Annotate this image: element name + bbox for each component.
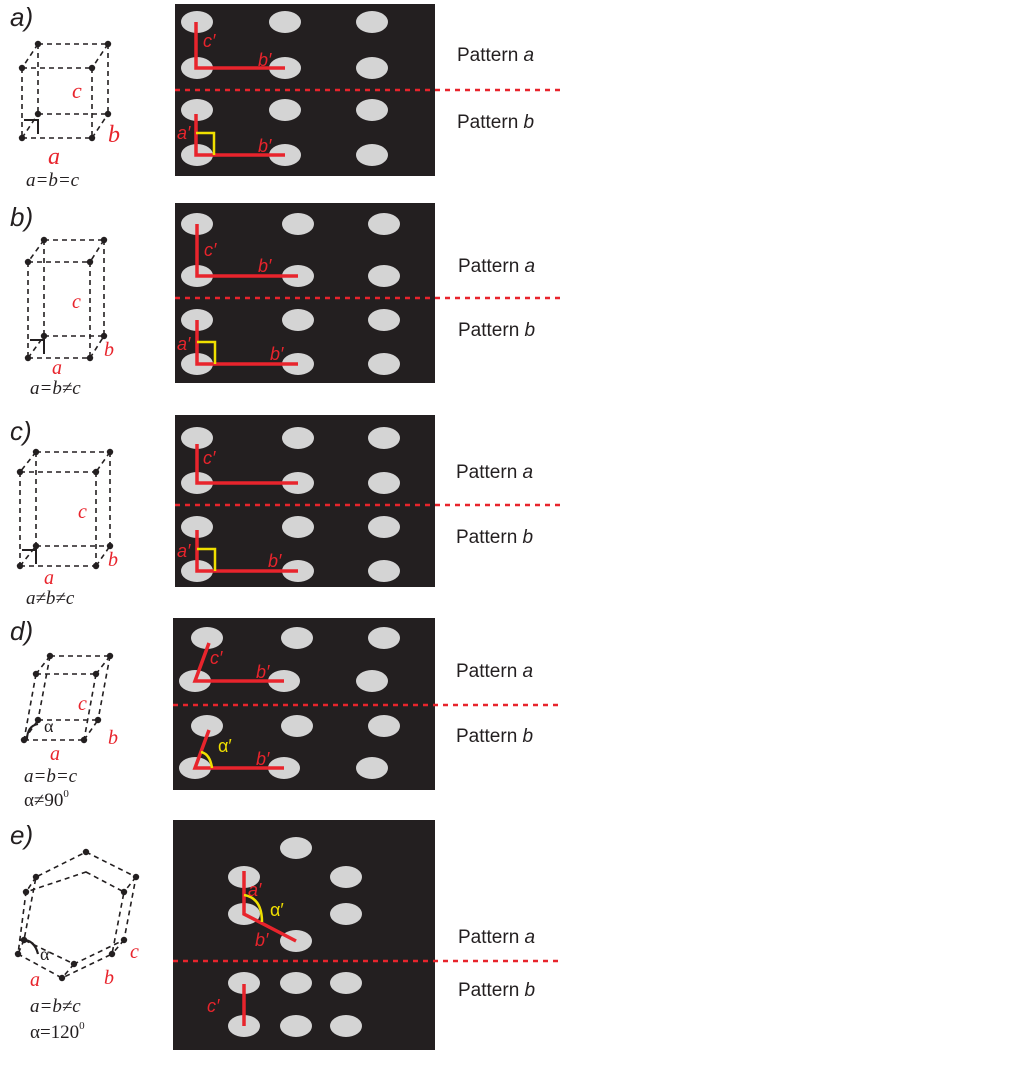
pattern-b-label: Pattern b <box>458 980 535 1001</box>
lattice-points <box>16 448 114 570</box>
vector-label-a: a′ <box>177 123 191 143</box>
reciprocal-vectors-b <box>195 530 298 573</box>
vector-label-c: c′ <box>210 648 223 668</box>
cell-label-b: b <box>104 967 114 989</box>
cell-label-c: c <box>78 501 87 523</box>
cell-relation: a=b=c <box>26 170 80 191</box>
cell-label-a: a <box>44 567 54 589</box>
vector-label-c: c′ <box>203 448 216 468</box>
cell-angle-relation: α≠900 <box>24 788 69 811</box>
panel-label: d) <box>10 616 33 646</box>
pattern-b-label: Pattern b <box>456 726 533 747</box>
cell-label-c: c <box>130 941 139 963</box>
right-angle-marker <box>196 131 216 155</box>
pattern-a-label: Pattern a <box>458 256 535 277</box>
cell-label-a: a <box>52 357 62 379</box>
panel-label: a) <box>10 2 33 32</box>
cell-relation: a=b=c <box>24 766 78 787</box>
pattern-b-label: Pattern b <box>457 112 534 133</box>
cell-label-c: c <box>72 78 82 103</box>
vector-label-b: b′ <box>270 344 284 364</box>
reciprocal-vectors-b <box>194 114 285 157</box>
cell-label-a: a <box>50 743 60 765</box>
panel-a: a) c b a a=b=c <box>10 2 560 191</box>
right-angle-marker <box>197 340 217 364</box>
cell-label-a: a <box>48 144 60 170</box>
angle-label-alpha: α <box>40 944 50 964</box>
cell-label-b: b <box>108 122 120 148</box>
cell-relation: a=b≠c <box>30 378 81 399</box>
reciprocal-vectors-b <box>195 320 298 366</box>
pattern-b-label: Pattern b <box>458 320 535 341</box>
vector-angle-alpha: α′ <box>218 736 232 756</box>
vector-label-b: b′ <box>258 136 272 156</box>
vector-label-c: c′ <box>207 996 220 1016</box>
cell-label-b: b <box>108 727 118 749</box>
reciprocal-vectors-a <box>195 224 298 278</box>
right-angle-marker <box>197 547 217 571</box>
cell-relation: a≠b≠c <box>26 588 75 609</box>
panel-label: c) <box>10 416 32 446</box>
reciprocal-vectors-a <box>242 871 297 943</box>
angle-arc <box>18 938 40 955</box>
vector-label-a: a′ <box>177 541 191 561</box>
cell-label-c: c <box>78 693 87 715</box>
cell-label-c: c <box>72 291 81 313</box>
reciprocal-vectors-a <box>192 642 284 683</box>
panel-c: c) c b a a≠b≠c <box>10 415 560 609</box>
right-angle-marker <box>30 339 45 354</box>
unit-cell-tetragonal <box>27 239 105 359</box>
vector-label-b: b′ <box>258 50 272 70</box>
pattern-a-label: Pattern a <box>458 927 535 948</box>
angle-arc <box>26 723 39 741</box>
pattern-b-label: Pattern b <box>456 527 533 548</box>
lattice-points <box>14 848 140 982</box>
panel-label: b) <box>10 202 33 232</box>
vector-label-b: b′ <box>258 256 272 276</box>
pattern-a-label: Pattern a <box>457 45 534 66</box>
panel-b: b) c b a a=b≠c <box>10 202 560 399</box>
reciprocal-vectors-b <box>192 729 284 770</box>
vector-label-b: b′ <box>256 749 270 769</box>
unit-cell-rhombohedral <box>23 655 111 741</box>
unit-cell-orthorhombic <box>19 451 111 567</box>
lattice-points <box>20 652 114 744</box>
cell-angle-relation: α=1200 <box>30 1020 85 1043</box>
vector-label-b: b′ <box>268 551 282 571</box>
cell-label-b: b <box>108 549 118 571</box>
angle-arc <box>243 893 264 923</box>
diffraction-spots <box>181 427 400 582</box>
vector-label-b: b′ <box>256 662 270 682</box>
vector-label-a: a′ <box>177 334 191 354</box>
vector-label-b: b′ <box>255 930 269 950</box>
panel-label: e) <box>10 820 33 850</box>
cell-label-a: a <box>30 969 40 991</box>
vector-angle-alpha: α′ <box>270 900 284 920</box>
pattern-a-label: Pattern a <box>456 661 533 682</box>
vector-label-c: c′ <box>203 31 216 51</box>
right-angle-marker <box>22 549 37 564</box>
cell-relation: a=b≠c <box>30 996 81 1017</box>
panel-e: e) α c b a a=b≠c α=1200 <box>10 820 560 1050</box>
unit-cell-cubic <box>21 43 109 139</box>
angle-arc <box>200 750 214 769</box>
lattice-points <box>24 236 108 362</box>
lattice-points <box>18 40 112 142</box>
panel-d: d) α c b a a=b=c α≠900 <box>10 616 560 811</box>
reciprocal-vectors-a <box>195 444 298 485</box>
pattern-a-label: Pattern a <box>456 462 533 483</box>
right-angle-marker <box>24 119 39 134</box>
angle-label-alpha: α <box>44 716 54 736</box>
reciprocal-vectors-a <box>194 22 285 70</box>
vector-label-c: c′ <box>204 240 217 260</box>
unit-cell-hexagonal <box>17 851 137 979</box>
vector-label-a: a′ <box>248 880 262 900</box>
cell-label-b: b <box>104 339 114 361</box>
